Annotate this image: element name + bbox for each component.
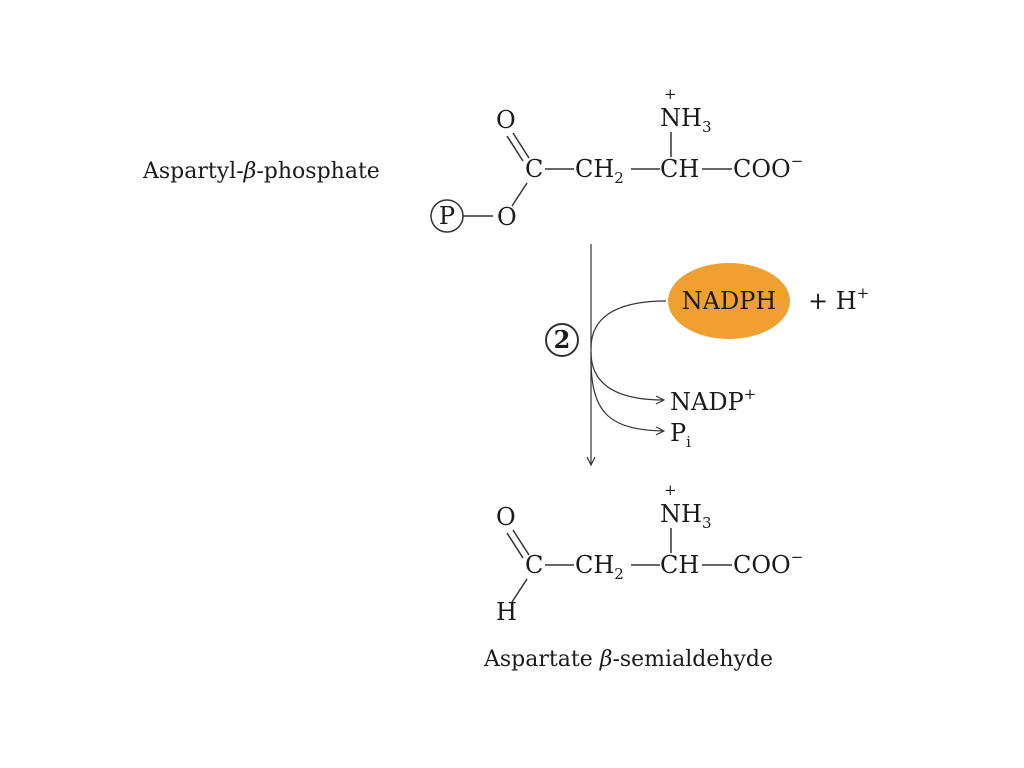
reaction-step: 2 NADPH + H+ NADP+ Pi [545, 244, 869, 465]
reactant-amine: NH3 [660, 104, 711, 136]
product-double-bond-1 [506, 532, 524, 559]
reactant-carbonyl-carbon: C [525, 155, 543, 183]
product-bond-c-h [511, 578, 528, 603]
phosphate-label: Pi [670, 419, 691, 451]
reactant-alpha-ch: CH [660, 155, 699, 183]
product-carboxylate: COO− [733, 548, 803, 579]
reactant-amine-charge: + [664, 85, 677, 103]
phosphate-out-curve [590, 357, 664, 431]
product-ch2: CH2 [575, 551, 624, 583]
cofactor-in-curve [590, 300, 667, 349]
phosphoryl-symbol: P [439, 202, 455, 230]
step-number-circle [545, 323, 579, 357]
reactant-bond-c-o [511, 182, 528, 207]
nadph-highlight [668, 263, 790, 339]
reactant-name: Aspartyl-β-phosphate [142, 159, 380, 184]
product-double-bond-2 [512, 529, 530, 556]
product-name: Aspartate β-semialdehyde [483, 647, 773, 672]
product-amine-charge: + [664, 481, 677, 499]
nadph-label: NADPH [682, 287, 777, 315]
reactant-ch2: CH2 [575, 155, 624, 187]
product-molecule: + NH3 O C CH2 CH COO− H Aspartate β-semi… [483, 481, 803, 672]
reactant-carboxylate: COO− [733, 152, 803, 183]
cofactor-out-curve [590, 351, 664, 400]
reactant-molecule: Aspartyl-β-phosphate + NH3 O C CH2 CH CO… [142, 85, 803, 233]
product-carbonyl-oxygen: O [496, 503, 516, 531]
reactant-ester-oxygen: O [497, 203, 517, 231]
product-alpha-ch: CH [660, 551, 699, 579]
nadp-label: NADP+ [670, 385, 756, 416]
product-aldehyde-carbon: C [525, 551, 543, 579]
proton-label: + H+ [808, 284, 869, 315]
step-number: 2 [554, 325, 571, 354]
product-aldehyde-hydrogen: H [496, 598, 517, 626]
reactant-double-bond-1 [506, 135, 524, 162]
reactant-carbonyl-oxygen: O [496, 106, 516, 134]
reactant-double-bond-2 [512, 132, 530, 159]
product-amine: NH3 [660, 500, 711, 532]
